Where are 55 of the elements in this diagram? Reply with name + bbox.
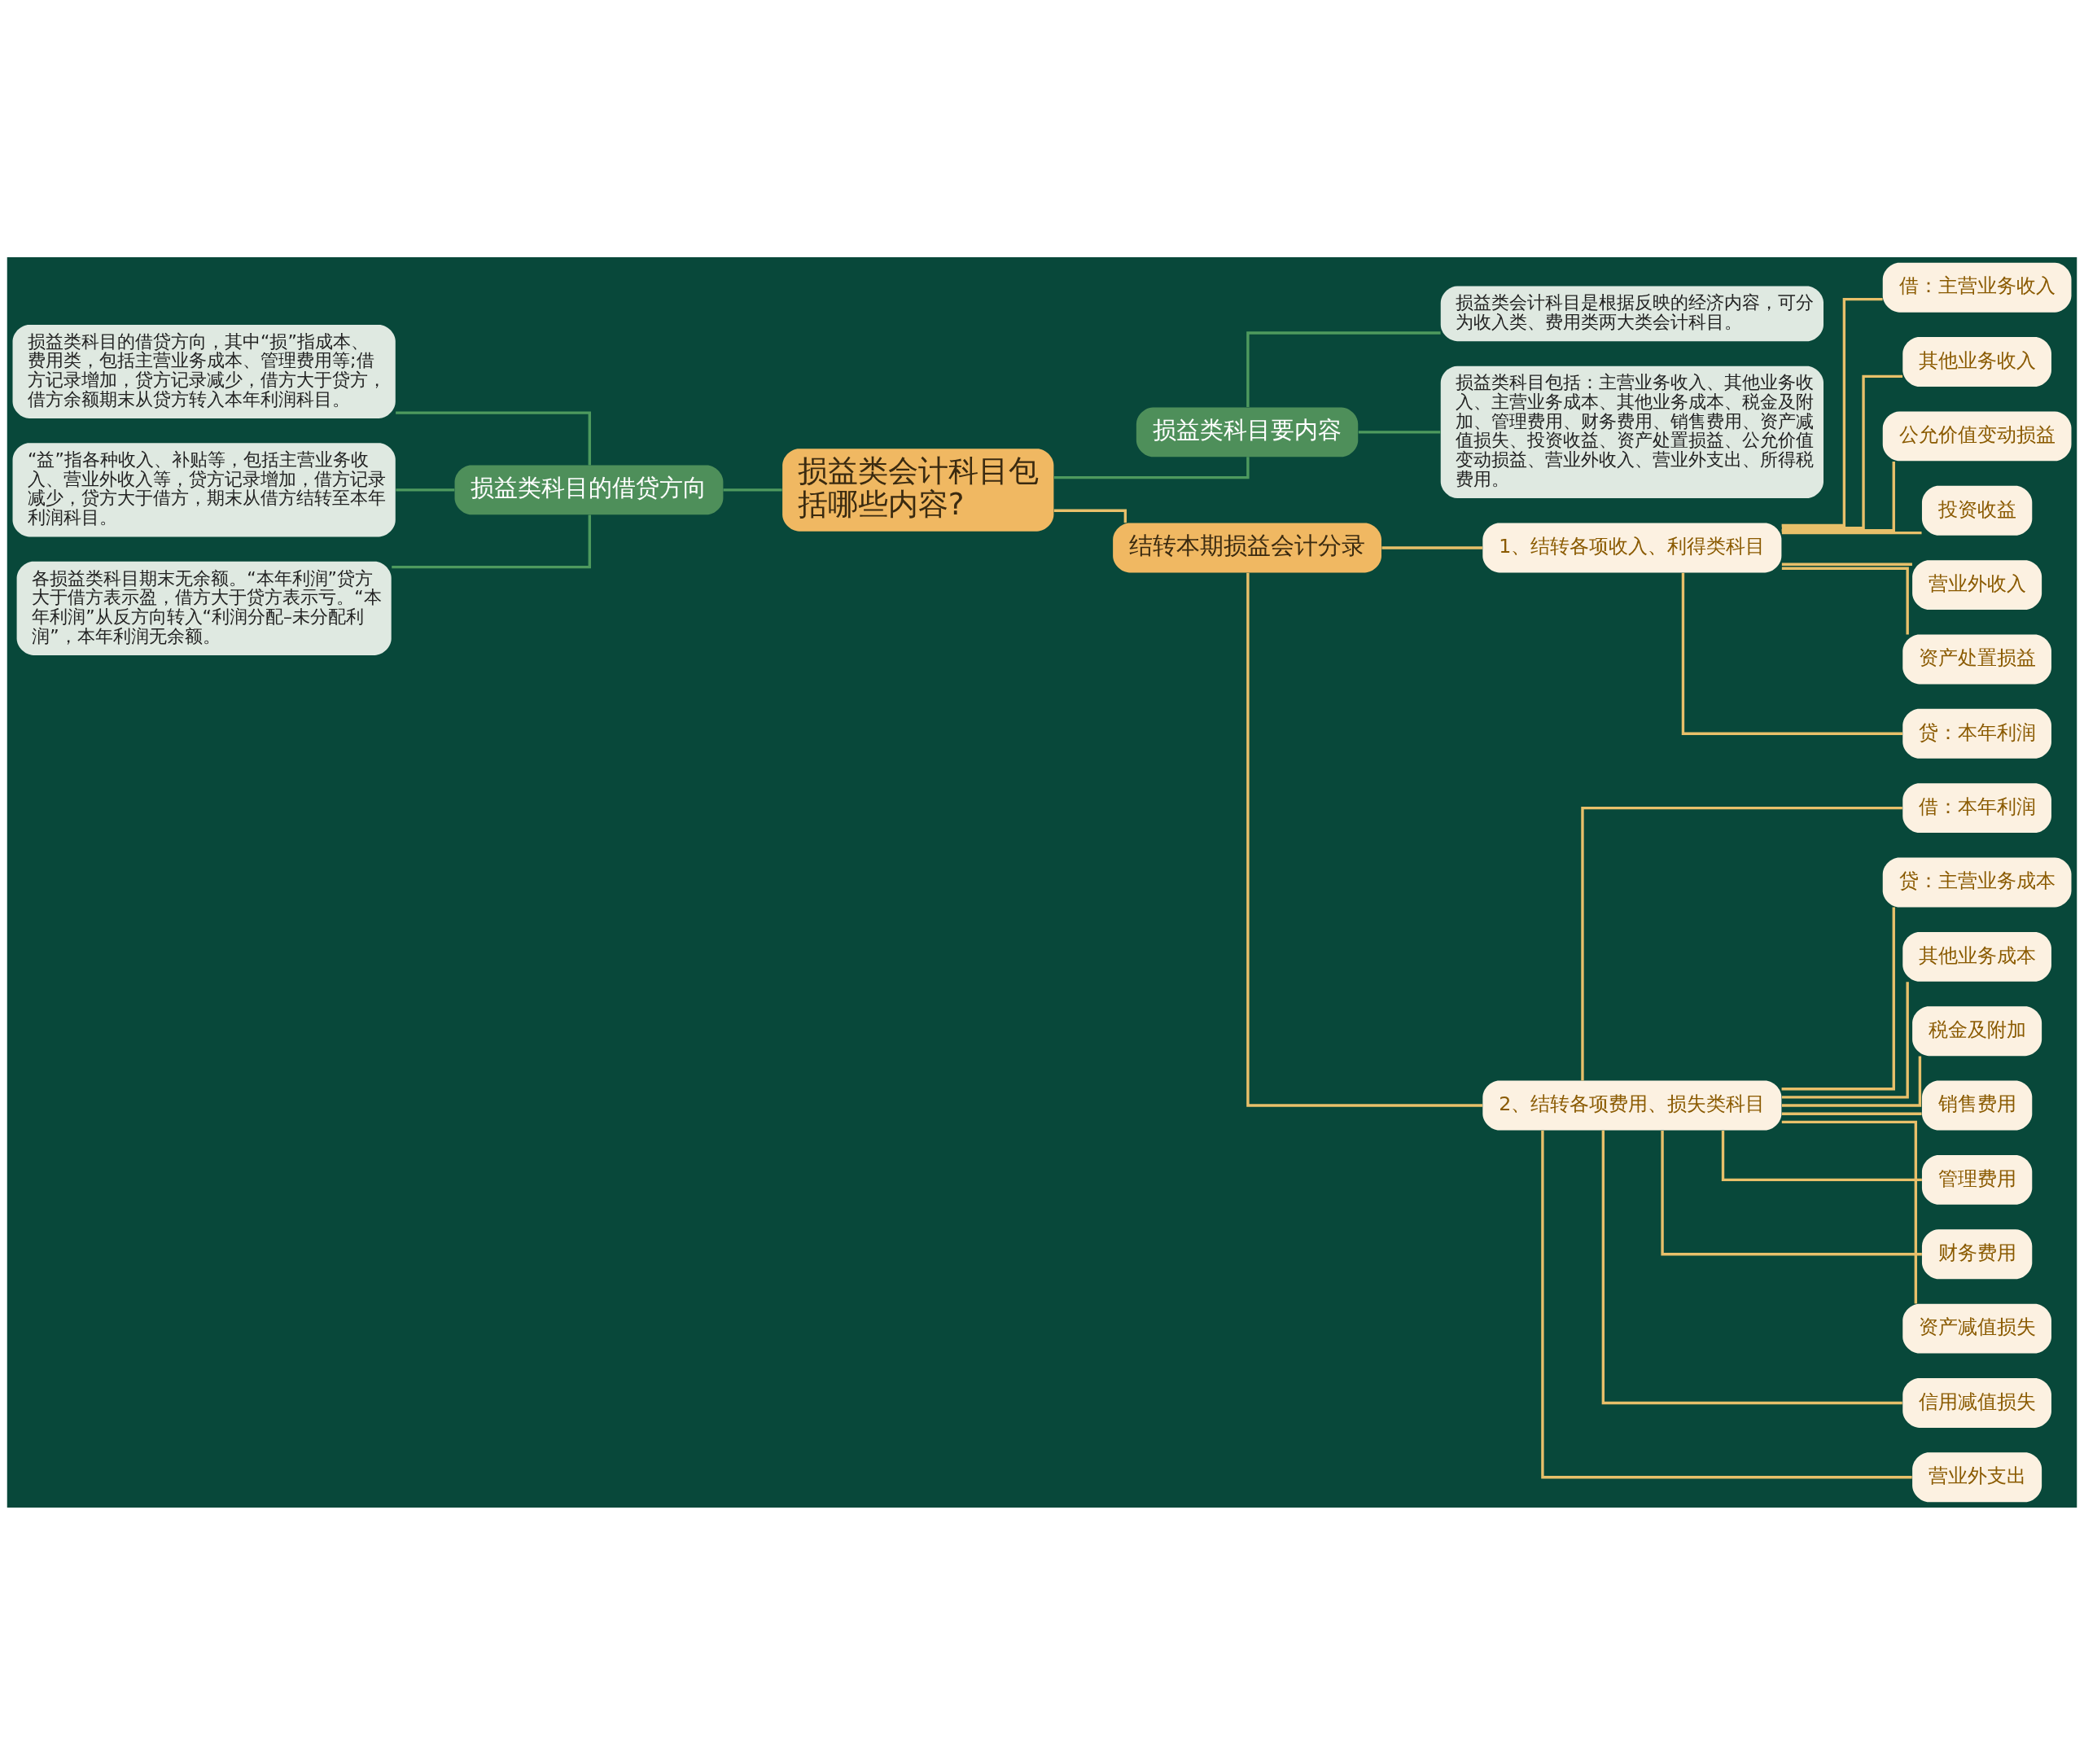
connector xyxy=(1781,297,1883,527)
node-box: 公允价值变动损益 xyxy=(1882,410,2072,461)
connector xyxy=(1601,1130,1902,1404)
connector xyxy=(396,488,455,492)
connector xyxy=(1781,562,1912,566)
connector xyxy=(1781,907,1895,1090)
connector xyxy=(1681,572,1902,735)
node-box: 贷：主营业务成本 xyxy=(1882,857,2072,907)
node-box: 损益类会计科目是根据反映的经济内容，可分为收入类、费用类两大类会计科目。 xyxy=(1440,286,1824,341)
connector xyxy=(1581,806,1902,1081)
connector xyxy=(1053,456,1250,479)
connector xyxy=(1781,1112,1922,1115)
connector xyxy=(1721,1130,1922,1181)
node-box: 税金及附加 xyxy=(1912,1005,2042,1056)
connector xyxy=(1358,430,1441,434)
connector xyxy=(1246,572,1483,1107)
connector xyxy=(1381,545,1483,549)
node-box: 信用减值损失 xyxy=(1902,1377,2051,1428)
node-box: 借：本年利润 xyxy=(1902,782,2051,833)
node-box: 其他业务收入 xyxy=(1902,336,2051,387)
node-box: 投资收益 xyxy=(1921,485,2033,536)
node-box: 损益类科目要内容 xyxy=(1136,406,1359,457)
connector xyxy=(1781,374,1903,529)
connector xyxy=(392,514,591,568)
connector xyxy=(1541,1130,1912,1478)
node-box: 损益类科目包括：主营业务收入、其他业务收入、主营业务成本、其他业务成本、税金及附加、管理费用、财务费用、销售费用、资产减值损失、投资收益、资产处置损益、公允价值变动损益、营业外收入、营业外支出、所得税费用。 xyxy=(1440,365,1824,498)
node-box: 贷：本年利润 xyxy=(1902,708,2051,759)
connector xyxy=(1781,461,1895,532)
node-box: 损益类科目的借贷方向，其中“损”指成本、费用类，包括主营业务成本、管理费用等;借方记录增加，贷方记录减少，借方大于贷方，借方余额期末从贷方转入本年利润科目。 xyxy=(12,324,396,418)
node-box: 其他业务成本 xyxy=(1902,931,2051,982)
connector xyxy=(1053,509,1127,523)
node-box: 1、结转各项收入、利得类科目 xyxy=(1482,523,1782,572)
connector xyxy=(1781,981,1909,1099)
node-box: 结转本期损益会计分录 xyxy=(1113,523,1381,572)
node-box: 管理费用 xyxy=(1921,1154,2033,1205)
node-box: 各损益类科目期末无余额。“本年利润”贷方大于借方表示盈，借方大于贷方表示亏。“本年利润”从反方向转入“利润分配–未分配利润”，本年利润无余额。 xyxy=(16,561,392,655)
connector xyxy=(1781,531,1922,534)
node-box: 销售费用 xyxy=(1921,1080,2033,1130)
node-box: 营业外支出 xyxy=(1912,1451,2042,1502)
node-box: 损益类科目的借贷方向 xyxy=(454,464,724,514)
connector xyxy=(1781,1120,1918,1303)
connector xyxy=(1781,567,1909,634)
node-box: 营业外收入 xyxy=(1912,559,2042,610)
connector xyxy=(1781,1056,1922,1107)
node-box: “益”指各种收入、补贴等，包括主营业务收入、营业外收入等，贷方记录增加，借方记录减少，贷方大于借方，期末从借方结转至本年利润科目。 xyxy=(12,442,396,536)
node-box: 借：主营业务收入 xyxy=(1882,262,2072,313)
node-box: 资产减值损失 xyxy=(1902,1303,2051,1354)
connector xyxy=(396,410,591,465)
node-box: 损益类会计科目包括哪些内容? xyxy=(782,448,1054,532)
node-box: 财务费用 xyxy=(1921,1228,2033,1279)
node-box: 2、结转各项费用、损失类科目 xyxy=(1482,1080,1782,1130)
node-box: 资产处置损益 xyxy=(1902,634,2051,684)
connector xyxy=(723,488,782,492)
connector xyxy=(1246,330,1441,407)
connector xyxy=(1661,1130,1922,1255)
